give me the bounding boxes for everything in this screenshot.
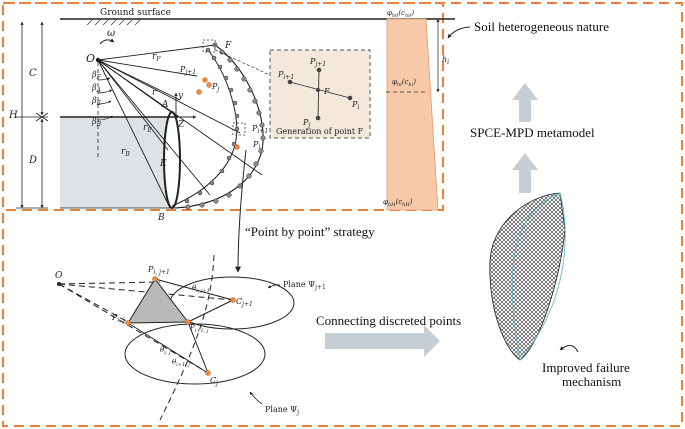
lower-O-label: O [55,271,63,281]
failure-mechanism-diagram: Ground surface C H D ω O [8,8,455,223]
P-i-label: Pi [252,140,260,151]
strategy-connector [235,149,247,273]
improved-mechanism-mesh [489,192,566,361]
connecting-arrow [325,325,440,357]
mechanism-frame [5,2,444,211]
theta-ij1-label: θi, j+1 [192,284,210,294]
soil-column: hi φh0(ch0) φhi(chi) φhH(chH) [383,9,449,211]
P-ij-label: Pi, j [111,313,125,324]
h-i-label: hi [442,55,449,66]
marker-square-right [232,122,246,136]
inset-caption: Generation of point F [276,127,364,136]
soil-top-label: φh0(ch0) [387,9,414,19]
inset-P-i1: Pi+1 [277,70,294,81]
improved-line2: mechanism [562,374,621,389]
r-label: r [152,88,157,98]
inset-P-i: Pi [351,100,359,111]
metamodel-label: SPCE-MPD metamodel [470,125,595,140]
inset-P-j1: Pj+1 [309,57,326,68]
Z-label: Z [177,120,185,130]
theta-ij-label: θi, j [160,346,171,356]
beta-F-label: βF [91,70,102,81]
angle-arcs [97,77,114,121]
highlighted-points [196,77,240,150]
C-j1-label: Cj+1 [236,297,253,308]
marker-square-top [202,39,216,53]
r-E-label: rE [143,123,152,134]
soil-bot-label: φhH(chH) [383,198,413,208]
P-i1j-label: Pi+1, j [189,324,209,334]
zoom-connector [214,49,271,76]
strategy-label: “Point by point” strategy [245,224,375,239]
inset-generation-of-F: Pj+1 Pi+1 F Pi Pj Generation of point F [269,49,371,139]
plane-upper-pointer [267,284,281,289]
element-triangle [127,278,190,324]
beta-B-label: βB [91,117,102,128]
P-i1-label: Pi+1 [251,124,268,135]
E-label: E [159,159,167,169]
inset-F: F [323,87,330,96]
theta-i1j-label: θi+1, j [172,358,190,368]
ground-surface-label: Ground surface [100,8,171,18]
dim-D-label: D [28,155,37,166]
C-j-label: Cj [210,376,218,387]
down-arrow-mechanism [512,83,538,122]
soil-label-pointer [447,26,471,39]
plane-lower-pointer [249,391,263,405]
B-label: B [157,213,165,223]
omega-arrow [99,38,115,45]
dimension-lines [16,21,49,209]
inset-box [269,49,371,139]
beta-A-label: βA [91,83,102,94]
failure-surface-points [184,42,266,210]
plane-lower-ellipse [124,323,266,385]
plane-upper-label: Plane Ψj+1 [283,280,326,291]
y-label: y [177,91,184,101]
P-j-label: Pj [211,82,219,93]
improved-pointer [559,345,579,353]
tunnel-face-ellipse [163,111,181,209]
A-label: A [161,100,169,110]
r-B-label: rB [121,147,130,158]
up-arrow-metamodel [512,153,538,193]
dim-C-label: C [29,68,37,79]
connecting-label: Connecting discreted points [316,313,461,328]
radial-rays [97,44,263,209]
r-F-label: rF [152,52,161,63]
P-j1-label: Pj+1 [179,65,196,76]
plane-lower-label: Plane Ψj [265,405,299,416]
omega-label: ω [107,28,115,39]
soil-mid-label: φhi(chi) [392,78,416,88]
beta-E-label: βE [91,96,102,107]
lower-discretization-diagram: O Pi, j+1 Pi, j Pi+1, j Cj+1 Cj θi, j+1 … [55,254,326,421]
ground-region [60,117,170,208]
soil-heterogeneous-label: Soil heterogeneous nature [474,19,609,34]
dim-H-label: H [8,110,18,121]
P-ij1-label: Pi, j+1 [147,265,170,276]
ground-hatch [86,18,142,26]
improved-line1: Improved failure [542,360,630,375]
inset-P-j: Pj [302,118,310,129]
label-O: O [86,52,95,65]
F-label: F [224,41,232,51]
